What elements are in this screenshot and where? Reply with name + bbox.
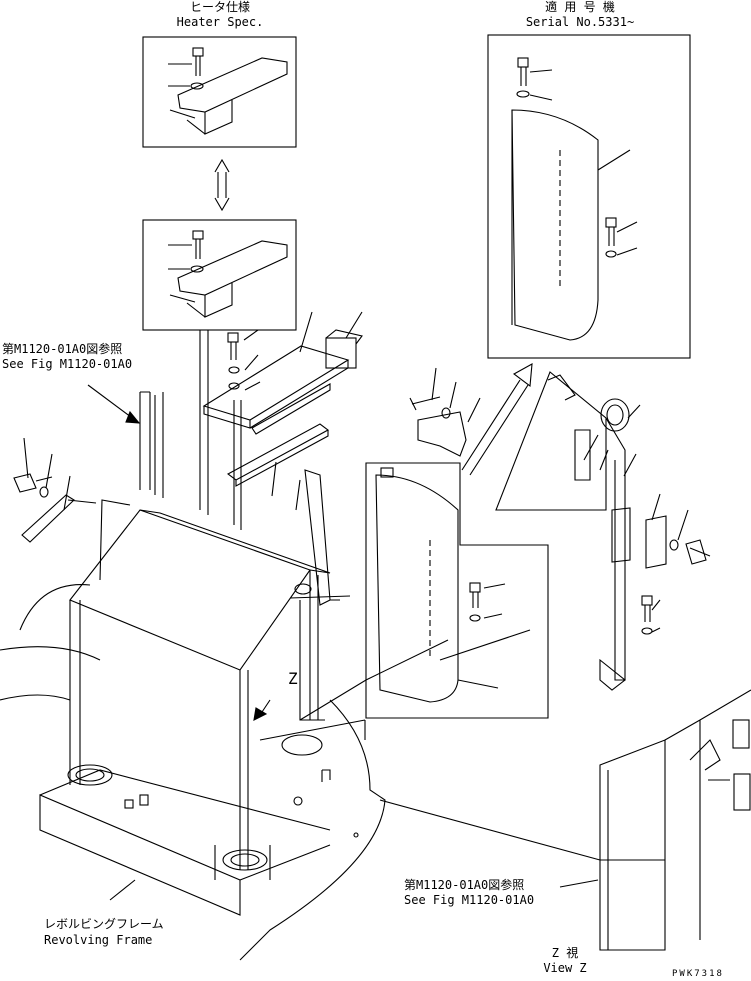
double-arrow (214, 158, 230, 212)
cab-frame (0, 469, 386, 961)
frame-label-en: Revolving Frame (44, 933, 153, 947)
support-posts (139, 330, 242, 530)
view-z-label-en: View Z (543, 961, 587, 975)
leader-lines (23, 311, 689, 888)
serial-box (487, 34, 691, 359)
hood-plate (202, 329, 363, 487)
heater-spec-box (142, 36, 297, 148)
ref-top-label-jp: 第M1120-01A0図参照 (2, 342, 123, 356)
z-marker: Z (288, 669, 298, 688)
door-detail-box (365, 462, 549, 719)
heater-spec-label-jp: ヒータ仕様 (189, 0, 250, 14)
serial-label-en: Serial No.5331~ (525, 15, 635, 29)
view-z-label-jp: Z 視 (551, 946, 579, 960)
ref-bottom-label-jp: 第M1120-01A0図参照 (404, 878, 525, 892)
drawing-id: PWK7318 (672, 969, 724, 979)
ref-top-label-en: See Fig M1120-01A0 (2, 357, 133, 371)
rear-bracket-assembly (417, 371, 711, 691)
view-z-panel (599, 689, 751, 951)
frame-label-jp: レボルビングフレーム (44, 917, 164, 931)
serial-label-jp: 適 用 号 機 (545, 0, 615, 14)
ref-bottom-label-en: See Fig M1120-01A0 (404, 893, 535, 907)
bolts (13, 332, 451, 543)
heater-detail-box (142, 219, 297, 331)
heater-spec-label-en: Heater Spec. (176, 15, 264, 29)
